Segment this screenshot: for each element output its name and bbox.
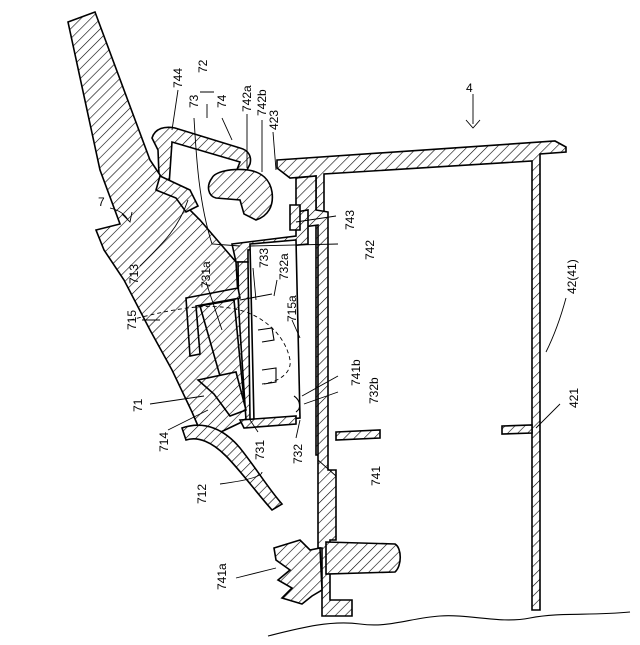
label-732: 732 (291, 444, 305, 464)
label-714: 714 (157, 432, 171, 452)
label-742a: 742a (240, 85, 254, 112)
label-744: 744 (171, 68, 185, 88)
label-71: 71 (131, 398, 145, 412)
label-715: 715 (125, 310, 139, 330)
rib-421 (502, 425, 532, 434)
label-732b: 732b (367, 377, 381, 404)
label-741b: 741b (349, 359, 363, 386)
label-7: 7 (98, 195, 105, 209)
label-72: 72 (196, 59, 210, 73)
label-4: 4 (466, 81, 473, 95)
label-733: 733 (257, 248, 271, 268)
part-741-boss (326, 542, 400, 574)
label-42-41: 42(41) (565, 259, 579, 294)
label-713: 713 (127, 264, 141, 284)
label-741: 741 (369, 466, 383, 486)
label-421: 421 (567, 388, 581, 408)
part-742a-knob (209, 169, 273, 220)
part-741a-fastener (274, 540, 322, 604)
label-742: 742 (363, 240, 377, 260)
label-423: 423 (267, 110, 281, 130)
label-743: 743 (343, 210, 357, 230)
label-712: 712 (195, 484, 209, 504)
label-741a: 741a (215, 563, 229, 590)
label-731: 731 (253, 440, 267, 460)
label-73: 73 (187, 94, 201, 108)
label-74: 74 (215, 94, 229, 108)
label-732a: 732a (277, 253, 291, 280)
label-715a: 715a (285, 295, 299, 322)
label-731a: 731a (199, 261, 213, 288)
